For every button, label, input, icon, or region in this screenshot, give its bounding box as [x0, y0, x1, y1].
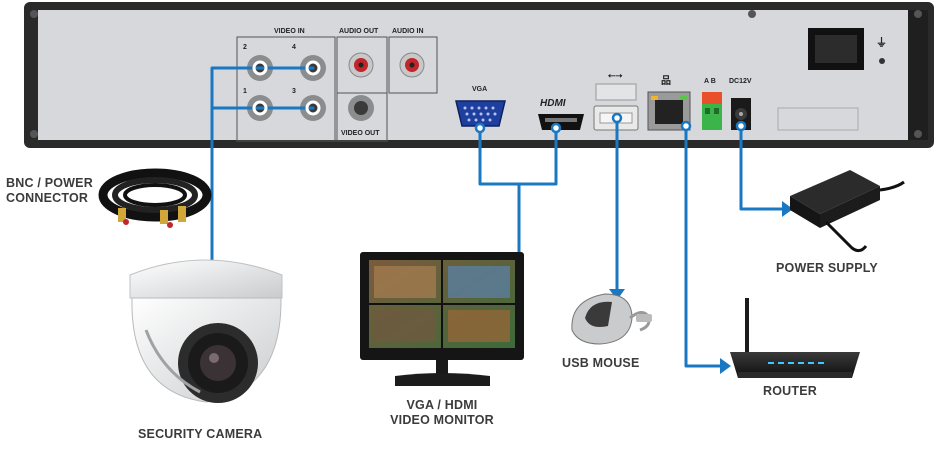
- arrow-right-icon: [720, 358, 731, 374]
- bnc-port-icon: [348, 95, 374, 121]
- screw-icon: [30, 10, 38, 18]
- video-monitor-label: VGA / HDMI VIDEO MONITOR: [380, 398, 504, 428]
- video-out-box: [336, 92, 388, 142]
- connector-lines: [210, 66, 786, 368]
- video-out-label: VIDEO OUT: [341, 130, 380, 137]
- power-switch-icon: [808, 28, 864, 70]
- dc-power-jack-icon: [731, 98, 751, 130]
- port-ring-markers: [252, 60, 747, 134]
- screw-icon: [748, 10, 756, 18]
- connector-line-camera: [210, 66, 262, 110]
- screw-icon: [30, 130, 38, 138]
- connector-line-power: [739, 124, 786, 211]
- lan-port-icon: [647, 91, 691, 131]
- security-camera-label: SECURITY CAMERA: [138, 427, 263, 441]
- power-supply-label: POWER SUPPLY: [776, 261, 878, 275]
- ab-label: A B: [704, 78, 716, 85]
- lan-symbol-icon: 品: [661, 76, 671, 87]
- video-in-label: VIDEO IN: [274, 28, 305, 35]
- ground-screw-icon: [879, 58, 885, 64]
- router-icon: [730, 298, 860, 378]
- bnc-number-4: 4: [292, 44, 296, 51]
- rca-port-icon: [399, 52, 425, 78]
- hdmi-port-icon: [538, 114, 584, 130]
- power-supply-icon: [790, 170, 905, 253]
- audio-in-label: AUDIO IN: [392, 28, 424, 35]
- arrow-down-icon: [609, 289, 625, 300]
- video-monitor-icon: [360, 252, 524, 386]
- ab-terminal-icon: [702, 92, 722, 130]
- usb-mouse-label: USB MOUSE: [562, 356, 640, 370]
- usb-mouse-icon: [571, 293, 652, 345]
- vga-port-icon: [455, 100, 506, 127]
- bnc-number-3: 3: [292, 88, 296, 95]
- dc12v-label: DC12V: [729, 78, 752, 85]
- bnc-label-line2: CONNECTOR: [6, 191, 89, 205]
- dvr-back-panel: [24, 2, 934, 148]
- ground-symbol-icon: ⏚: [876, 37, 887, 49]
- audio-out-label: AUDIO OUT: [339, 28, 379, 35]
- bnc-connector-label: BNC / POWER CONNECTOR: [6, 176, 93, 206]
- screw-icon: [914, 10, 922, 18]
- arrow-right-icon: [782, 201, 793, 217]
- vga-label: VGA: [472, 86, 488, 93]
- monitor-label-line2: VIDEO MONITOR: [390, 413, 494, 427]
- bnc-number-1: 1: [243, 88, 247, 95]
- bnc-number-2: 2: [243, 44, 247, 51]
- bnc-label-line1: BNC / POWER: [6, 176, 93, 190]
- usb-symbol-icon: ⭠⭢: [608, 70, 623, 80]
- security-camera-icon: [129, 259, 283, 403]
- hdmi-label: HDMI: [540, 98, 566, 109]
- video-in-box: [236, 36, 336, 142]
- router-label: ROUTER: [763, 384, 817, 398]
- screw-icon: [914, 130, 922, 138]
- connector-line-router: [684, 124, 724, 368]
- monitor-label-line1: VGA / HDMI: [406, 398, 478, 412]
- bnc-cable-coil-icon: [98, 168, 212, 228]
- audio-in-box: [388, 36, 438, 94]
- label-plate: [777, 107, 859, 131]
- rca-port-icon: [348, 52, 374, 78]
